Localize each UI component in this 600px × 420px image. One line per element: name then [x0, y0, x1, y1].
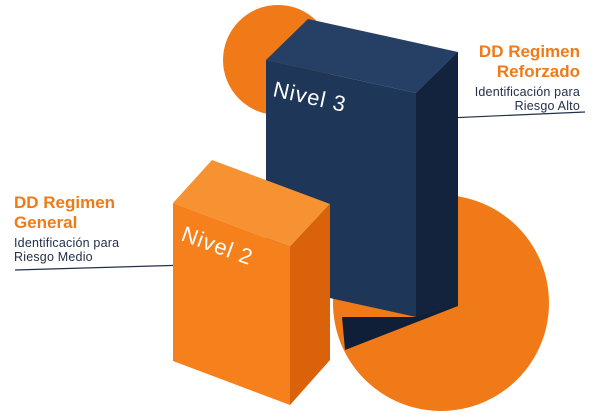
- block-nivel-2-front: [173, 203, 290, 405]
- label-general-desc-line2: Riesgo Medio: [14, 250, 93, 265]
- block-nivel-3: Nivel 3: [266, 19, 458, 350]
- block-nivel-3-top: [266, 19, 458, 93]
- label-reforzado-title: DD Regimen Reforzado: [430, 42, 580, 81]
- block-nivel-3-edge: [416, 52, 458, 317]
- label-reforzado-desc: Identificación para Riesgo Alto: [430, 85, 580, 114]
- label-general-desc-line1: Identificación para: [14, 236, 120, 251]
- label-reforzado-title-line1: DD Regimen: [478, 42, 580, 61]
- label-reforzado: DD Regimen Reforzado Identificación para…: [430, 42, 580, 114]
- label-general-title-line1: DD Regimen: [14, 193, 116, 212]
- label-general: DD Regimen General Identificación para R…: [14, 193, 184, 265]
- label-general-title-line2: General: [14, 212, 78, 232]
- label-reforzado-desc-line2: Riesgo Alto: [514, 99, 580, 114]
- block-nivel-2: Nivel 2: [173, 160, 330, 405]
- label-reforzado-title-line2: Reforzado: [496, 61, 580, 81]
- leader-line-general: [14, 264, 189, 271]
- label-general-desc: Identificación para Riesgo Medio: [14, 236, 184, 265]
- label-general-title: DD Regimen General: [14, 193, 184, 232]
- block-nivel-2-side: [290, 204, 330, 405]
- label-reforzado-desc-line1: Identificación para: [474, 85, 580, 100]
- block-nivel-2-top: [173, 160, 330, 247]
